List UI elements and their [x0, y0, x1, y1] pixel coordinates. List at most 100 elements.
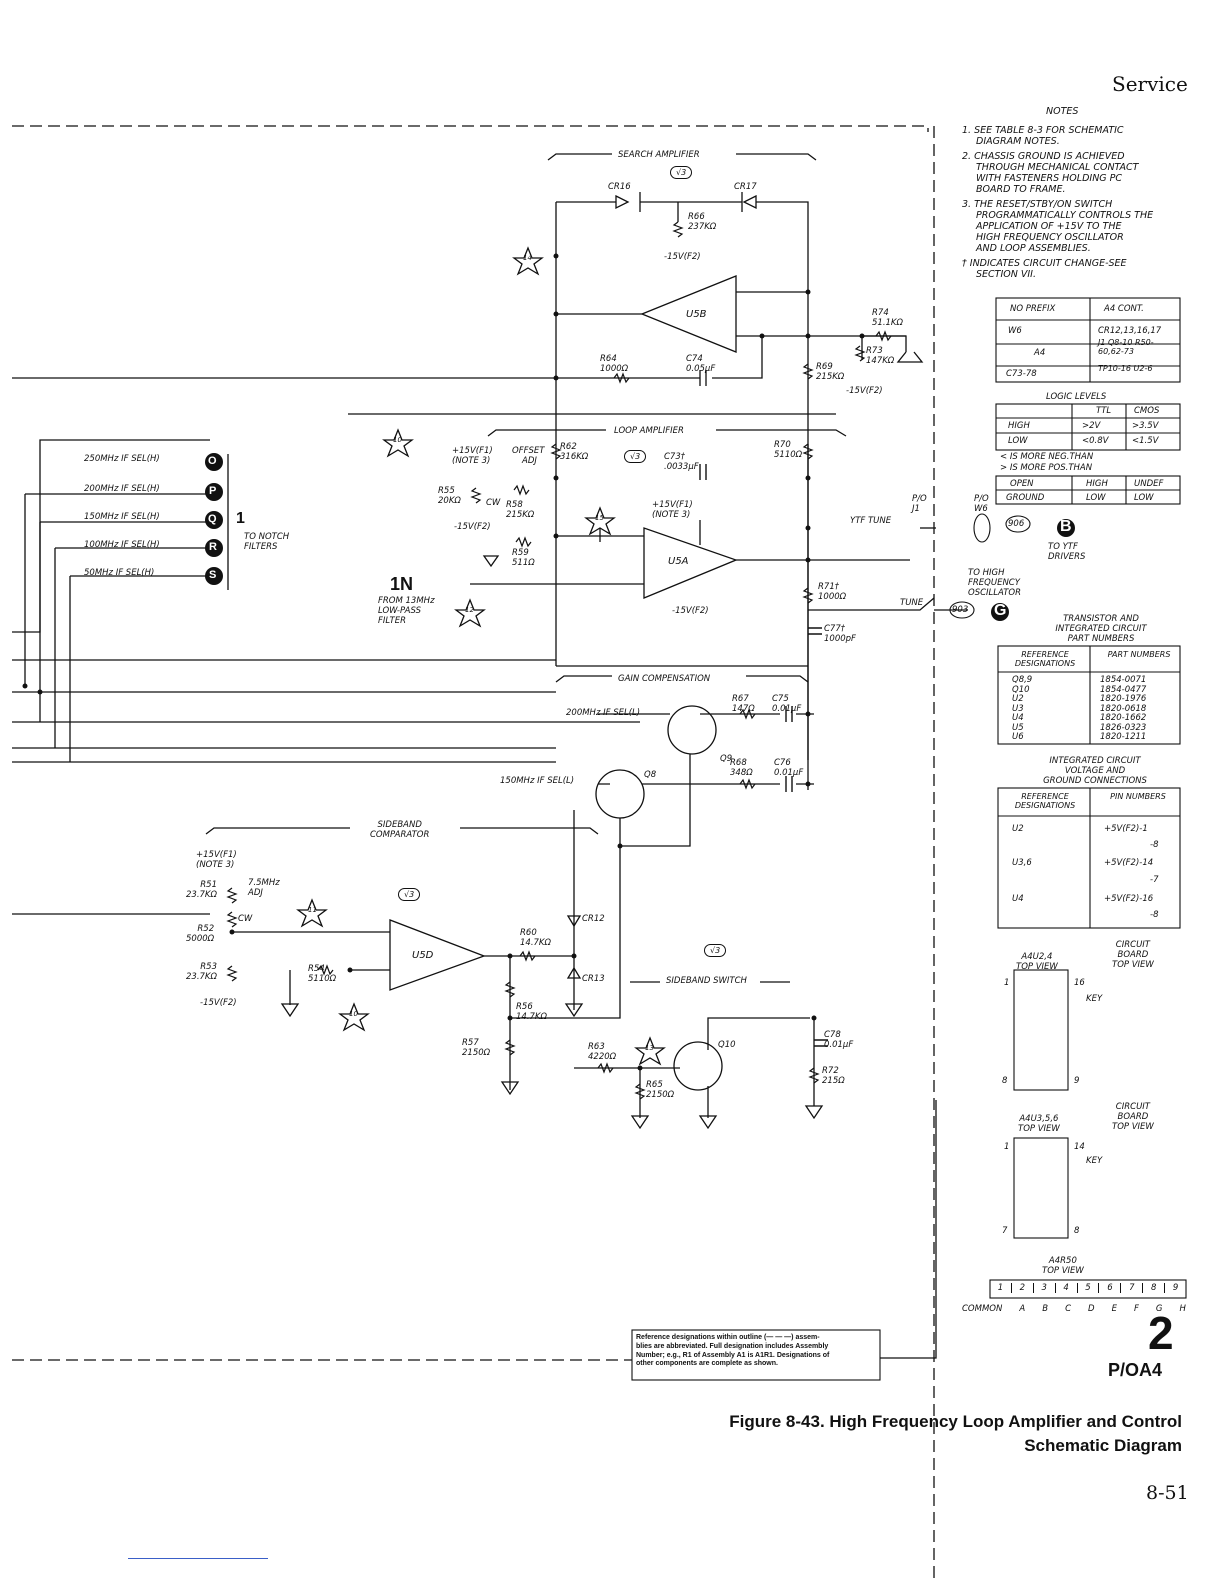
c77-label: C77†1000pF — [824, 624, 856, 644]
q8-transistor — [595, 769, 645, 819]
title-line: SIDEBAND — [377, 820, 422, 830]
cw-label: CW — [486, 498, 501, 508]
title-line: TOP VIEW — [1112, 960, 1154, 970]
loop-amplifier-title: LOOP AMPLIFIER — [614, 426, 684, 436]
q9-label: Q9 — [720, 754, 733, 764]
value: .0033µF — [664, 462, 699, 472]
line: LOW-PASS — [378, 606, 421, 616]
part-ref: U5 — [1012, 722, 1024, 733]
pin-label: 7 — [1002, 1226, 1008, 1236]
note-line: † INDICATES CIRCUIT CHANGE-SEE — [962, 258, 1127, 269]
if-line-label: 100MHz IF SEL(H) — [84, 540, 160, 550]
ref: R62 — [560, 442, 577, 452]
logic-header: CMOS — [1134, 406, 1160, 416]
ref: R52 — [197, 924, 215, 934]
value: 51.1KΩ — [872, 318, 903, 328]
diagram-number: 2 — [1148, 1307, 1174, 1359]
tune-label: TUNE — [900, 598, 924, 608]
key-label: KEY — [1086, 994, 1103, 1004]
notch-number: 1 — [236, 510, 245, 527]
c73-label: C73†.0033µF — [664, 452, 699, 472]
part-number: 1820-0618 — [1100, 703, 1147, 714]
b5-marker: B5 — [1060, 518, 1092, 536]
value: 5110Ω — [308, 974, 337, 984]
ref: R71† — [818, 582, 839, 592]
line: +15V(F1) — [452, 446, 493, 456]
ref: R70 — [774, 440, 791, 450]
q10-transistor — [673, 1041, 723, 1091]
note-line: PROGRAMMATICALLY CONTROLS THE — [976, 210, 1154, 221]
ref: R53 — [200, 962, 217, 972]
note-1: 1. SEE TABLE 8-3 FOR SCHEMATIC DIAGRAM N… — [962, 125, 1182, 147]
notes-title: NOTES — [1046, 106, 1079, 117]
q9-transistor — [667, 705, 717, 755]
g1-text: G1 — [994, 602, 1028, 619]
logic-cell: LOW — [1008, 436, 1028, 446]
sideband-comparator-title: SIDEBAND COMPARATOR — [370, 820, 429, 840]
prefix-cell: CR12,13,16,17 — [1098, 326, 1162, 336]
value: 316KΩ — [560, 452, 589, 462]
note-line: APPLICATION OF +15V TO THE — [976, 221, 1122, 232]
title-line: INTEGRATED CIRCUIT — [1049, 756, 1141, 766]
page-number: 8-51 — [1146, 1482, 1189, 1504]
part-ref: U6 — [1012, 732, 1024, 742]
r50-pin: 6 — [1099, 1283, 1122, 1293]
pin-label: 14 — [1074, 1142, 1085, 1152]
input-marker: 1N — [390, 574, 414, 594]
r50-pin: 9 — [1172, 1283, 1179, 1293]
u5b-opamp — [640, 275, 737, 353]
ref: R64 — [600, 354, 617, 364]
assembly-outline — [12, 125, 935, 1584]
power-label: -15V(F2) — [664, 252, 701, 262]
power-label: -15V(F2) — [454, 522, 491, 532]
line: ADJ — [248, 888, 263, 898]
value: 348Ω — [730, 768, 753, 778]
r50-letter: D — [1088, 1304, 1095, 1314]
power-label: +15V(F1)(NOTE 3) — [196, 850, 237, 870]
ic-cell: -8 — [1150, 840, 1159, 850]
if-letter: Q — [208, 513, 217, 525]
title-line: CIRCUIT — [1115, 940, 1151, 950]
ref: R54 — [308, 964, 325, 974]
ref: C75 — [772, 694, 789, 704]
value: 5110Ω — [774, 450, 803, 460]
value: 1000Ω — [818, 592, 847, 602]
cr16-label: CR16 — [608, 182, 631, 192]
pin-label: 16 — [1074, 978, 1085, 988]
state-cell: GROUND — [1006, 493, 1045, 503]
b5-text: B5 — [1060, 518, 1093, 535]
version-num: 3 — [635, 452, 641, 461]
line: (NOTE 3) — [196, 860, 235, 870]
pinout-title: A4U3,5,6 TOP VIEW — [1018, 1114, 1060, 1134]
cr13-label: CR13 — [582, 974, 605, 984]
assembly-code: P/OA4 — [1108, 1360, 1163, 1380]
ic-cell: U2 — [1012, 824, 1024, 834]
logic-legend: > IS MORE POS.THAN — [1000, 463, 1093, 473]
value: 511Ω — [512, 558, 535, 568]
line: +15V(F1) — [652, 500, 693, 510]
state-cell: LOW — [1134, 493, 1154, 503]
value: 215KΩ — [816, 372, 845, 382]
title-line: CIRCUIT — [1115, 1102, 1151, 1112]
logic-header: TTL — [1096, 406, 1112, 416]
r50-letter: E — [1111, 1304, 1117, 1314]
logic-cell: >2V — [1082, 421, 1101, 431]
